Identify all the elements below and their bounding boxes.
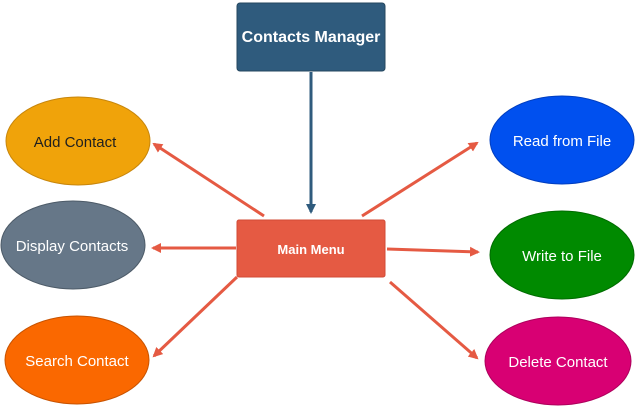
title-node-label: Contacts Manager [242,29,381,46]
write-to-file-label: Write to File [522,248,602,265]
search-contact-ellipse [4,315,150,405]
write-to-file-node[interactable]: Write to File [489,210,635,300]
display-contacts-label: Display Contacts [16,238,129,255]
read-from-file-ellipse [489,95,635,185]
search-contact-node[interactable]: Search Contact [4,315,150,405]
edge-main-to-add-contact [152,142,265,218]
read-from-file-node[interactable]: Read from File [489,95,635,185]
delete-contact-node[interactable]: Delete Contact [484,316,632,406]
display-contacts-ellipse [0,200,146,290]
main-menu-node[interactable]: Main Menu [236,219,386,278]
title-node-box [236,2,386,72]
delete-contact-ellipse [484,316,632,406]
search-contact-label: Search Contact [25,353,129,370]
add-contact-node[interactable]: Add Contact [5,96,151,186]
edge-main-to-read-from-file [361,141,479,218]
write-to-file-ellipse [489,210,635,300]
main-menu-box [236,219,386,278]
title-node[interactable]: Contacts Manager [236,2,386,72]
edge-main-to-delete-contact [389,280,479,360]
edge-main-to-search-contact [152,275,239,358]
edges [151,72,480,360]
edge-main-to-write-to-file [386,246,480,257]
display-contacts-node[interactable]: Display Contacts [0,200,146,290]
add-contact-ellipse [5,96,151,186]
main-menu-label: Main Menu [277,242,344,257]
read-from-file-label: Read from File [513,133,611,150]
delete-contact-label: Delete Contact [508,354,608,371]
add-contact-label: Add Contact [34,134,117,151]
